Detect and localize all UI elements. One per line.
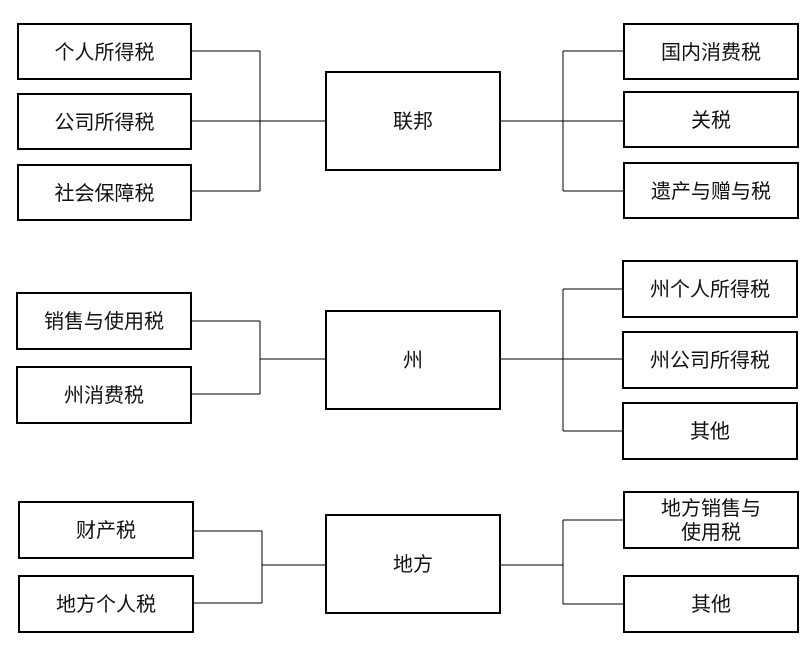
federal-right-item-2: 关税 [623,91,799,148]
local-box: 地方 [325,514,501,614]
local-right-item-2: 其他 [623,575,799,633]
federal-left-item-2: 公司所得税 [17,93,192,150]
federal-box: 联邦 [325,71,501,171]
local-left-item-1: 财产税 [18,501,194,559]
state-right-item-2: 州公司所得税 [622,331,798,389]
state-right-item-1: 州个人所得税 [622,260,798,318]
state-left-item-2: 州消费税 [16,366,192,424]
state-left-item-1: 销售与使用税 [16,292,192,350]
state-right-item-3: 其他 [622,402,798,460]
local-left-item-2: 地方个人税 [18,575,194,633]
federal-left-item-1: 个人所得税 [17,23,192,80]
federal-right-item-1: 国内消费税 [623,23,799,80]
state-box: 州 [325,310,501,410]
federal-right-item-3: 遗产与赠与税 [623,162,799,219]
federal-left-item-3: 社会保障税 [17,164,192,221]
local-right-item-1: 地方销售与 使用税 [623,491,799,549]
